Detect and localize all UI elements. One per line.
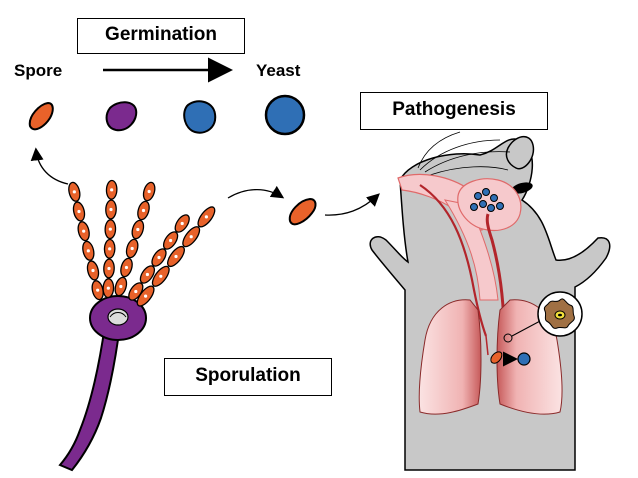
conidium-nucleus — [109, 207, 113, 212]
spore-cell — [28, 101, 54, 131]
germinating-cell — [183, 100, 217, 134]
conidiophore — [58, 295, 147, 472]
conidium-nucleus — [134, 289, 138, 294]
conidium-nucleus — [91, 268, 95, 273]
conidium-nucleus — [147, 189, 151, 194]
yeast-cell — [264, 94, 306, 136]
conidium-nucleus — [144, 294, 148, 298]
lung-spore — [490, 351, 503, 364]
trachea-tissue — [443, 199, 499, 301]
germination-label: Germination — [105, 24, 217, 45]
lung-yeast — [517, 352, 531, 366]
conidium-nucleus — [106, 286, 110, 290]
mouse-ear — [505, 136, 535, 170]
spore-label: Spore — [14, 61, 63, 80]
macrophage-target — [503, 333, 513, 343]
whiskers — [417, 131, 511, 176]
inhalation-path — [419, 184, 488, 337]
mouse-eye — [511, 182, 533, 194]
conidium-nucleus — [124, 265, 129, 270]
spore-chains — [68, 179, 216, 307]
dispersal-arrow — [227, 185, 285, 199]
germination-label-box: Germination — [77, 18, 245, 54]
mouse-host — [369, 131, 611, 471]
sporulation-label-box: Sporulation — [164, 358, 332, 396]
conidium-nucleus — [157, 255, 161, 260]
pathogenesis-label-box: Pathogenesis — [360, 92, 548, 130]
conidium-nucleus — [204, 215, 208, 219]
swelling-spore-cell — [105, 101, 138, 132]
conidium-nucleus — [108, 247, 112, 251]
conidium-nucleus — [96, 288, 100, 292]
conidium-nucleus — [108, 227, 112, 231]
conidium-nucleus — [141, 208, 146, 213]
yeast-label: Yeast — [256, 61, 301, 80]
pathogenesis-label: Pathogenesis — [392, 99, 516, 120]
conidium-nucleus — [77, 209, 81, 214]
brain-yeast-cluster — [470, 188, 504, 212]
conidium-nucleus — [107, 266, 111, 271]
conidium-nucleus — [72, 190, 76, 194]
hypha-stalk — [58, 324, 122, 472]
inhalation-arrow — [324, 193, 380, 216]
conidium-nucleus — [136, 227, 140, 232]
airborne-spore — [288, 197, 317, 226]
left-lung — [418, 299, 482, 415]
conidium-nucleus — [174, 254, 178, 259]
conidium-nucleus — [110, 188, 114, 192]
spore-release-arrow — [30, 147, 69, 185]
conidium-nucleus — [180, 221, 184, 226]
conidium-nucleus — [86, 249, 90, 253]
conidium-nucleus — [119, 284, 123, 289]
germination-series — [28, 94, 306, 136]
conidium-nucleus — [189, 235, 193, 239]
conidium-nucleus — [169, 238, 173, 243]
sporulation-label: Sporulation — [195, 365, 301, 386]
conidium-nucleus — [82, 229, 86, 233]
conidium-nucleus — [130, 246, 134, 251]
conidium-nucleus — [159, 274, 163, 278]
conidium-nucleus — [145, 272, 149, 277]
